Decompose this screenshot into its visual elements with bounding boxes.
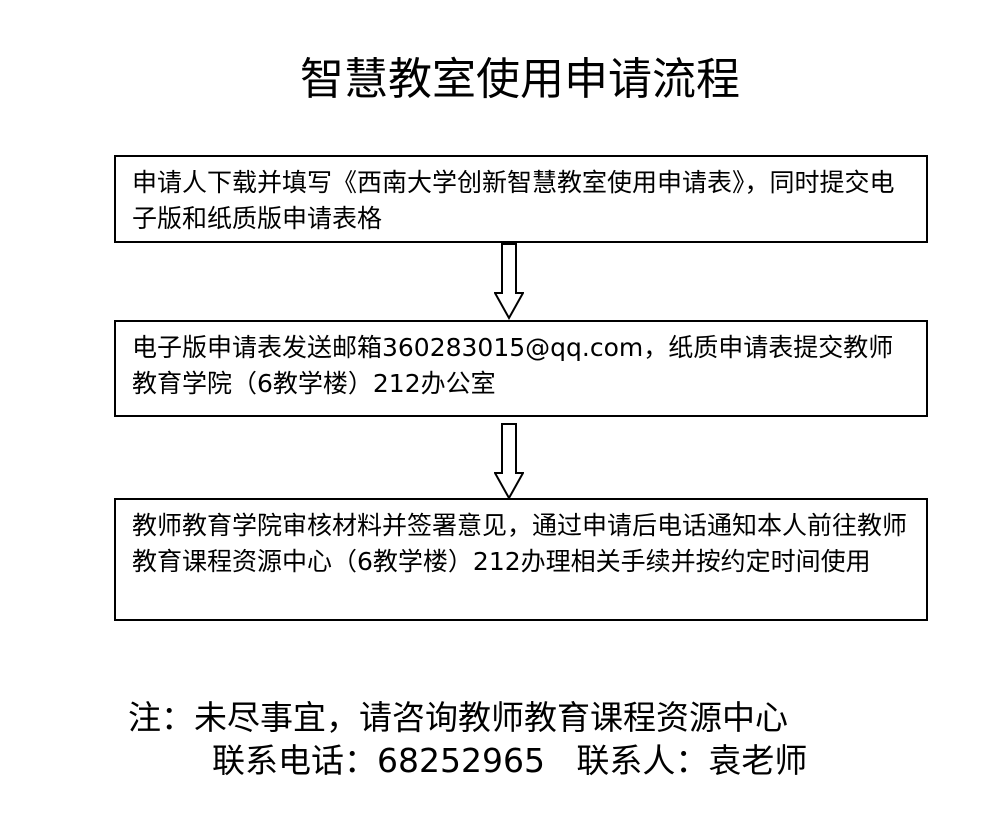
down-arrow-icon (494, 243, 524, 320)
note-line-1: 注：未尽事宜，请咨询教师教育课程资源中心 (128, 698, 788, 737)
step-2-box: 电子版申请表发送邮箱360283015@qq.com，纸质申请表提交教师教育学院… (114, 320, 928, 417)
note-contact-line: 联系电话：68252965 联系人：袁老师 (212, 741, 808, 780)
step-1-box: 申请人下载并填写《西南大学创新智慧教室使用申请表》，同时提交电子版和纸质版申请表… (114, 155, 928, 243)
page-title: 智慧教室使用申请流程 (300, 54, 740, 105)
step-3-box: 教师教育学院审核材料并签署意见，通过申请后电话通知本人前往教师教育课程资源中心（… (114, 498, 928, 621)
down-arrow-icon (494, 423, 524, 500)
